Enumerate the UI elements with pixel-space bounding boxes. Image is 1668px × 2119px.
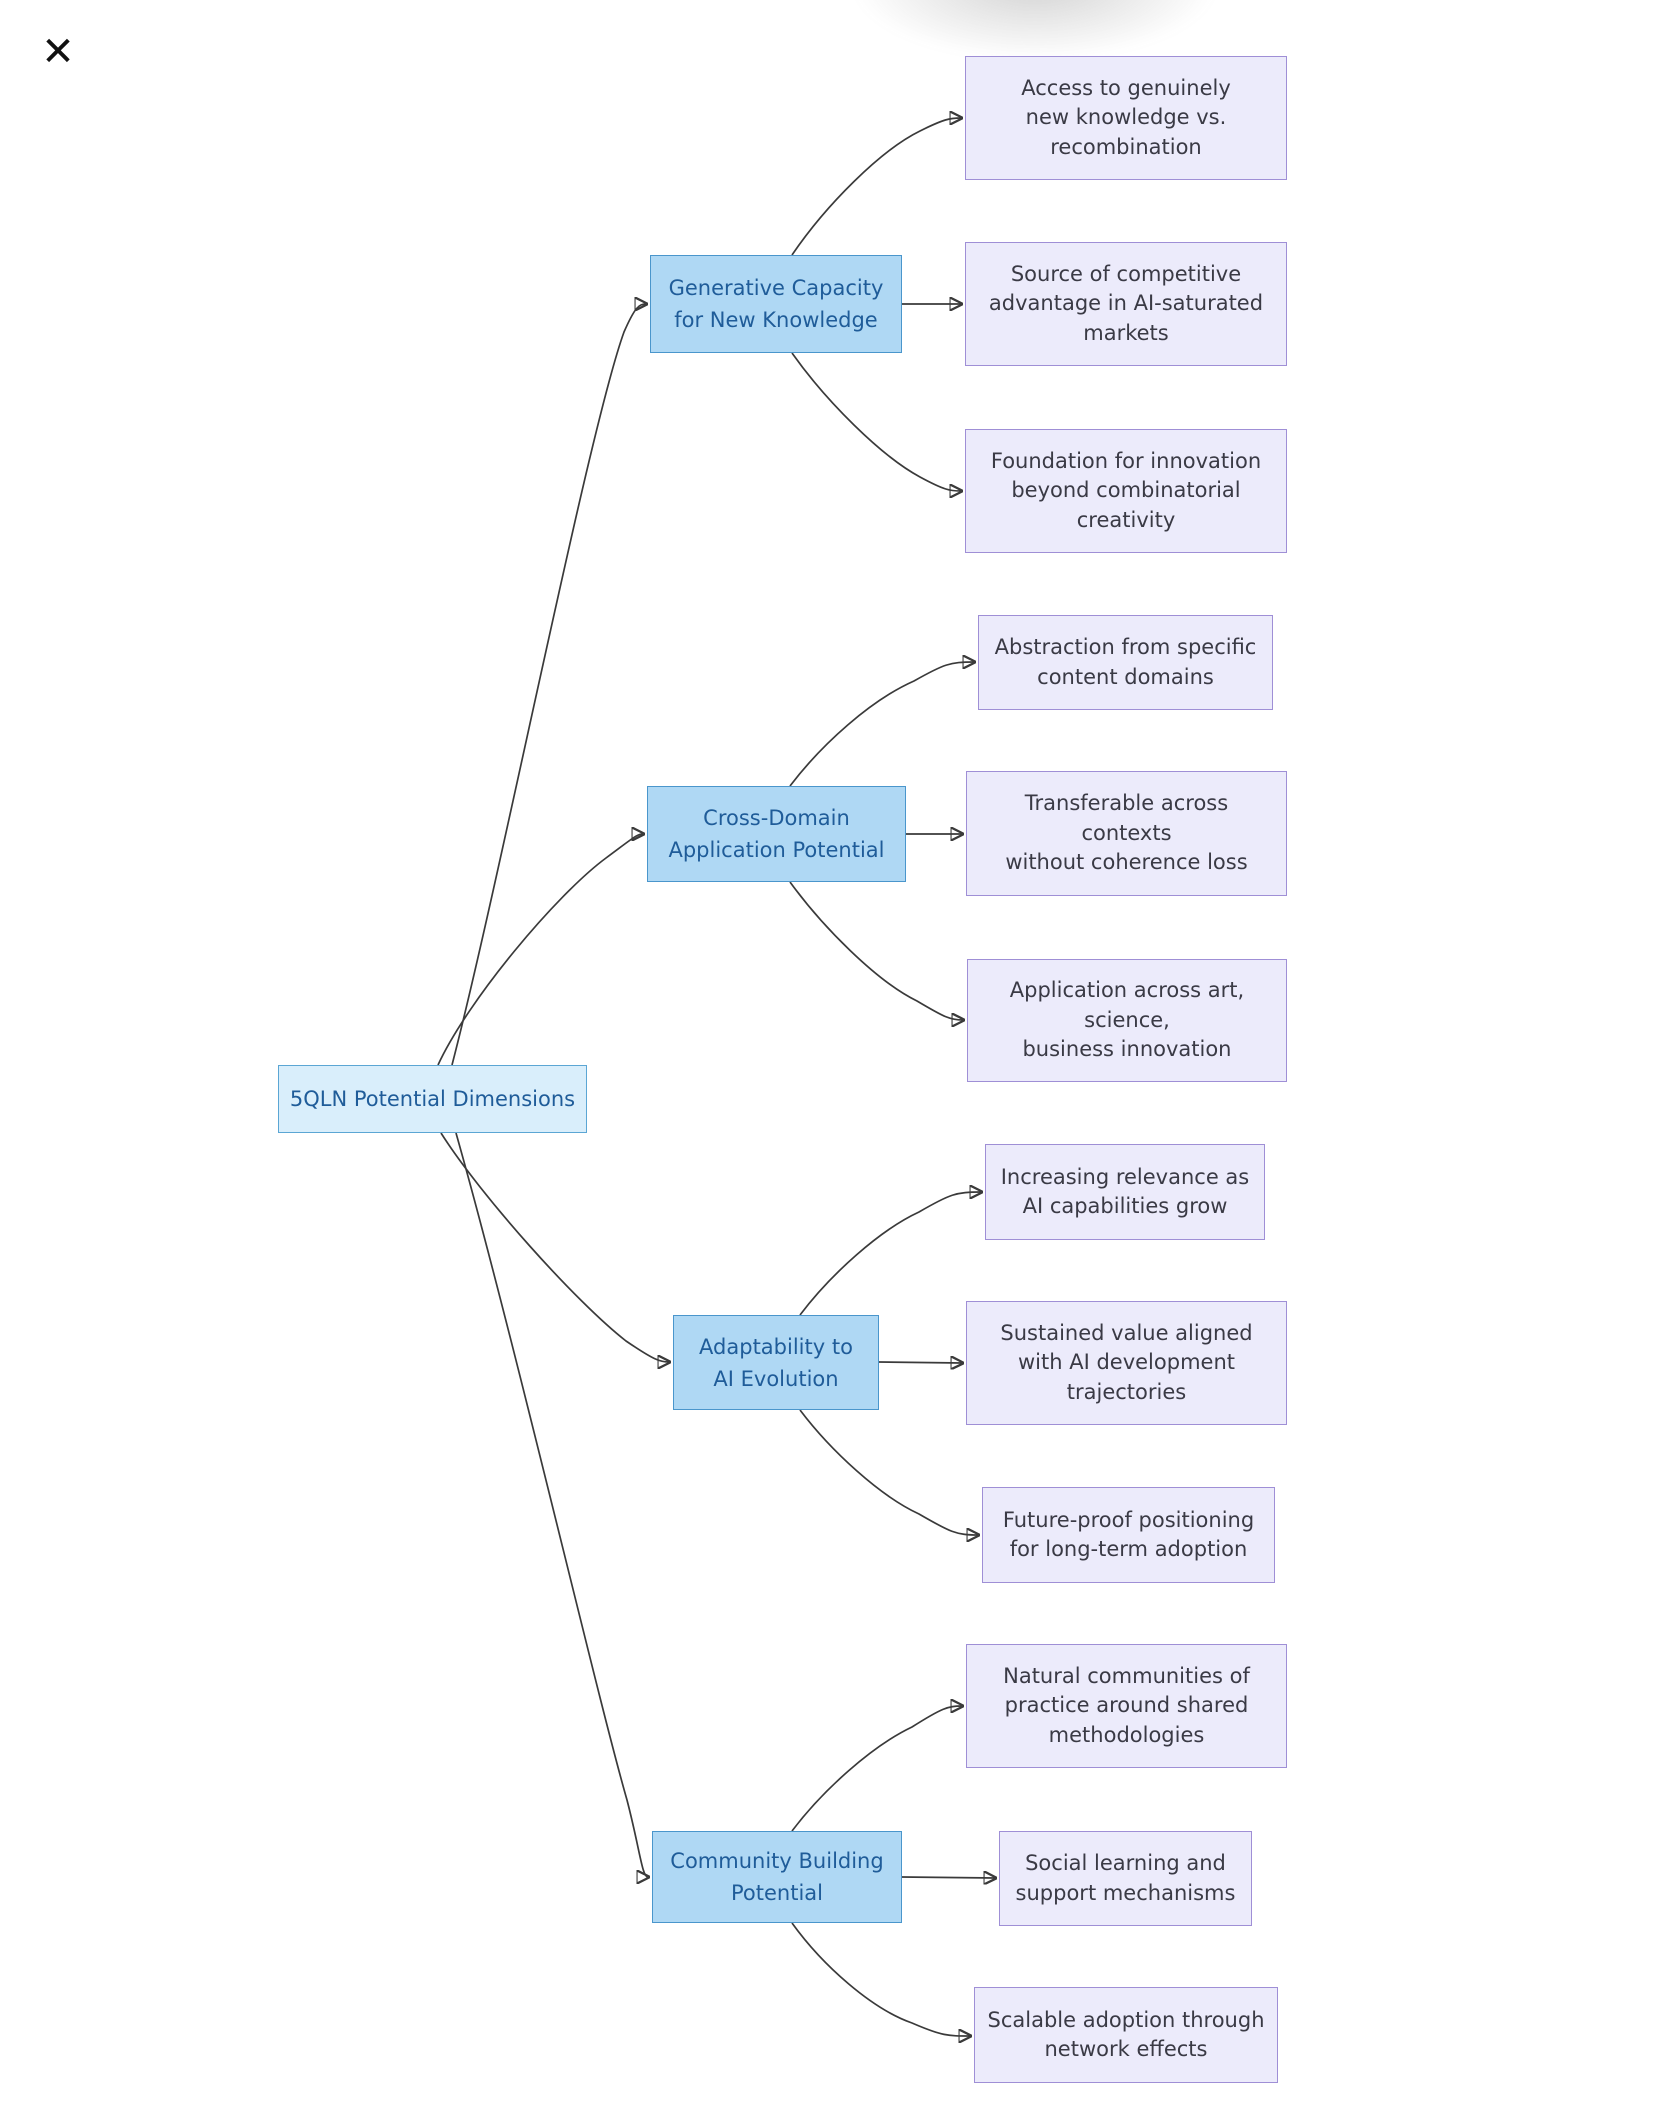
leaf-node-label: Access to genuinely new knowledge vs. re… — [1021, 75, 1231, 159]
leaf-node-application-across: Application across art, science, busines… — [967, 959, 1287, 1082]
edge — [901, 1877, 995, 1878]
leaf-node-label: Natural communities of practice around s… — [1003, 1663, 1250, 1747]
branch-node-label: Generative Capacity for New Knowledge — [668, 276, 884, 332]
branch-node-label: Cross-Domain Application Potential — [668, 806, 885, 862]
leaf-node-future-proof: Future-proof positioning for long-term a… — [982, 1487, 1275, 1583]
root-node-5qln-potential-dimensions: 5QLN Potential Dimensions — [278, 1065, 587, 1133]
edge — [789, 881, 963, 1020]
branch-node-label: Adaptability to AI Evolution — [699, 1334, 853, 1391]
close-button[interactable]: ✕ — [32, 26, 84, 78]
branch-node-label: Community Building Potential — [670, 1849, 884, 1905]
edge — [878, 1362, 962, 1363]
leaf-node-scalable-adoption: Scalable adoption through network effect… — [974, 1987, 1278, 2083]
branch-node-adaptability: Adaptability to AI Evolution — [673, 1315, 879, 1410]
leaf-node-label: Source of competitive advantage in AI-sa… — [988, 261, 1264, 345]
edge — [791, 118, 961, 256]
edge — [451, 304, 646, 1066]
branch-node-generative-capacity: Generative Capacity for New Knowledge — [650, 255, 902, 353]
edge — [789, 662, 974, 787]
leaf-node-label: Application across art, science, busines… — [1009, 978, 1245, 1062]
edge — [791, 352, 961, 491]
branch-node-community-building: Community Building Potential — [652, 1831, 902, 1923]
leaf-node-label: Foundation for innovation beyond combina… — [990, 448, 1262, 532]
edge — [437, 834, 643, 1066]
leaf-node-label: Transferable across contexts without coh… — [1005, 791, 1248, 875]
root-node-label: 5QLN Potential Dimensions — [289, 1087, 576, 1111]
edge — [791, 1706, 962, 1832]
leaf-node-label: Abstraction from specific content domain… — [994, 635, 1257, 689]
leaf-node-label: Increasing relevance as AI capabilities … — [1000, 1164, 1250, 1219]
leaf-node-natural-communities: Natural communities of practice around s… — [966, 1644, 1287, 1768]
branch-node-cross-domain: Cross-Domain Application Potential — [647, 786, 906, 882]
edge — [799, 1409, 978, 1535]
leaf-node-competitive-advantage: Source of competitive advantage in AI-sa… — [965, 242, 1287, 366]
leaf-node-label: Scalable adoption through network effect… — [987, 2007, 1265, 2062]
leaf-node-foundation-innovation: Foundation for innovation beyond combina… — [965, 429, 1287, 553]
leaf-node-transferable: Transferable across contexts without coh… — [966, 771, 1287, 896]
leaf-node-label: Social learning and support mechanisms — [1015, 1851, 1236, 1905]
leaf-node-label: Sustained value aligned with AI developm… — [1000, 1320, 1253, 1404]
edge — [455, 1132, 648, 1877]
close-icon: ✕ — [41, 29, 75, 75]
leaf-node-new-knowledge: Access to genuinely new knowledge vs. re… — [965, 56, 1287, 180]
edge — [799, 1192, 981, 1316]
edge — [440, 1132, 669, 1362]
leaf-node-sustained-value: Sustained value aligned with AI developm… — [966, 1301, 1287, 1425]
leaf-node-social-learning: Social learning and support mechanisms — [999, 1831, 1252, 1926]
leaf-node-abstraction: Abstraction from specific content domain… — [978, 615, 1273, 710]
edge — [791, 1922, 970, 2036]
leaf-node-increasing-relevance: Increasing relevance as AI capabilities … — [985, 1144, 1265, 1240]
leaf-node-label: Future-proof positioning for long-term a… — [1002, 1507, 1255, 1562]
